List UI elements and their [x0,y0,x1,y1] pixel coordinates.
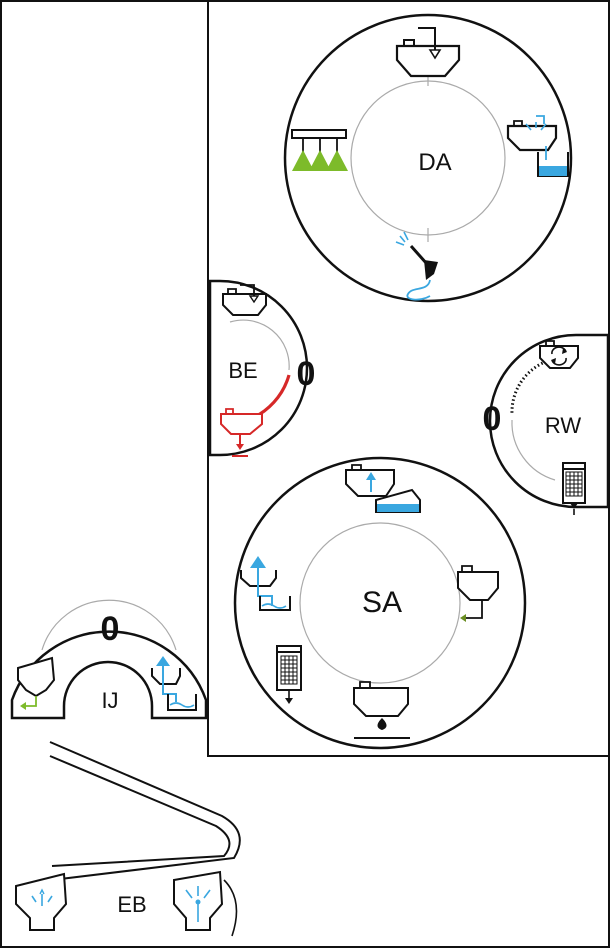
sa-inner-ring [299,522,461,684]
hopper-nozzle-icon[interactable] [173,870,224,931]
sa-module[interactable]: SA [233,456,527,750]
water-suction-icon[interactable] [151,656,197,711]
boom-spray-icon[interactable] [291,129,348,171]
be-label: BE [228,358,257,383]
tank-fill-icon[interactable] [395,27,461,78]
tank-drop-icon[interactable] [353,681,410,739]
eb-frame-outline [49,741,241,881]
da-label: DA [418,149,451,176]
rw-value: 0 [483,400,502,438]
tank-drain-icon[interactable] [220,408,263,457]
water-suction-icon[interactable] [240,556,291,611]
da-outer-ring [283,13,573,303]
ij-outer-ring [10,630,208,720]
ij-label: IJ [101,688,118,713]
sa-label: SA [362,586,402,619]
filter-icon[interactable] [276,645,302,704]
inner-panel-border [207,1,609,757]
hopper-rinse-icon[interactable] [15,872,68,931]
eb-label: EB [117,892,146,917]
tank-outlet-icon[interactable] [457,565,499,622]
be-module[interactable]: BE 0 [208,279,316,457]
ij-value: 0 [101,610,120,648]
filter-icon[interactable] [562,462,586,515]
sa-outer-ring [233,456,527,750]
tank-transfer-icon[interactable] [345,464,421,513]
rw-module[interactable]: RW 0 [483,333,610,515]
eb-module[interactable]: EB [15,741,241,937]
rw-label: RW [545,413,581,438]
be-value: 0 [297,355,316,393]
ij-module[interactable]: 0 IJ [10,599,208,720]
be-outer-ring [208,279,309,457]
tank-rinse-icon[interactable] [506,115,569,177]
hopper-outlet-icon[interactable] [17,656,56,710]
tank-fill-icon[interactable] [222,284,267,316]
pressure-washer-icon[interactable] [395,231,438,301]
da-module[interactable]: DA [283,13,573,303]
tank-recirculate-icon[interactable] [539,340,579,369]
